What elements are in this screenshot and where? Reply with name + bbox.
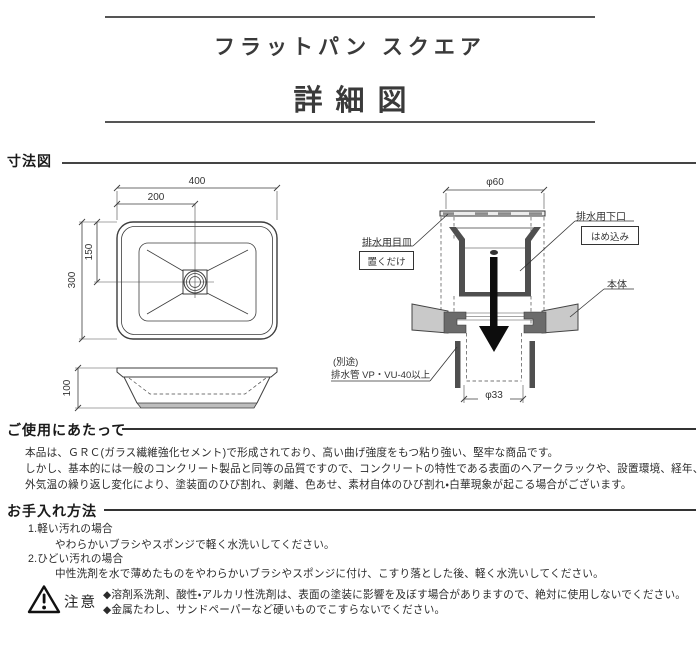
dim-label-300: 300: [67, 271, 78, 289]
dim-label-100: 100: [62, 379, 73, 397]
usage-line: 外気温の繰り返し変化により、塗装面のひび割れ、剥離、色あせ、素材自体のひび割れ・…: [25, 479, 632, 491]
annotation-strainer: 排水用目皿: [362, 238, 412, 249]
annotation-pipe-note: (別途): [333, 357, 359, 368]
section-rule-care: [104, 509, 696, 511]
section-heading-dimensions: 寸法図: [7, 153, 52, 169]
caution-label: 注意: [64, 595, 97, 611]
usage-line: しかし、基本的には一般のコンクリート製品と同等の品質ですので、コンクリートの特性…: [25, 463, 700, 475]
caution-bullet: ◆金属たわし、サンドペーパーなど硬いものでこすらないでください。: [103, 604, 446, 616]
section-rule-dimensions: [62, 162, 696, 164]
annotation-pipe: 排水管 VP・VU-40以上: [331, 370, 431, 381]
usage-line: 本品は、ＧＲＣ(ガラス繊維強化セメント)で形成されており、高い曲げ強度をもつ粘り…: [25, 447, 559, 459]
care-item-title: 2.ひどい汚れの場合: [28, 553, 124, 565]
strainer-tag: 置くだけ: [359, 251, 414, 270]
doc-title: 詳細図: [293, 85, 420, 117]
outlet-tag: はめ込み: [581, 226, 639, 245]
side-view-drawing: [74, 364, 278, 412]
section-rule-usage: [122, 428, 696, 430]
caution-bullet: ◆溶剤系洗剤、酸性・アルカリ性洗剤は、表面の塗装に影響を及ぼす場合がありますので…: [103, 589, 687, 601]
section-heading-usage: ご使用にあたって: [7, 422, 127, 438]
dim-label-200: 200: [147, 192, 165, 203]
care-item-body: 中性洗剤を水で薄めたものをやわらかいブラシやスポンジに付け、こすり落とした後、軽…: [55, 568, 604, 580]
dim-label-phi33: φ33: [478, 390, 510, 401]
annotation-body: 本体: [607, 280, 627, 291]
care-item-body: やわらかいブラシやスポンジで軽く水洗いしてください。: [55, 539, 335, 551]
dim-label-150: 150: [84, 243, 95, 261]
care-item-title: 1.軽い汚れの場合: [28, 523, 113, 535]
header-rule-bottom: [105, 121, 595, 123]
top-view-drawing: [78, 184, 281, 343]
dim-label-phi60: φ60: [486, 177, 504, 188]
section-heading-care: お手入れ方法: [7, 503, 97, 519]
annotation-outlet: 排水用下口: [576, 212, 626, 223]
dim-label-400: 400: [188, 176, 206, 187]
header-rule-top: [105, 16, 595, 18]
warning-triangle-icon: [27, 584, 61, 615]
product-title: フラットパン スクエア: [214, 36, 486, 59]
